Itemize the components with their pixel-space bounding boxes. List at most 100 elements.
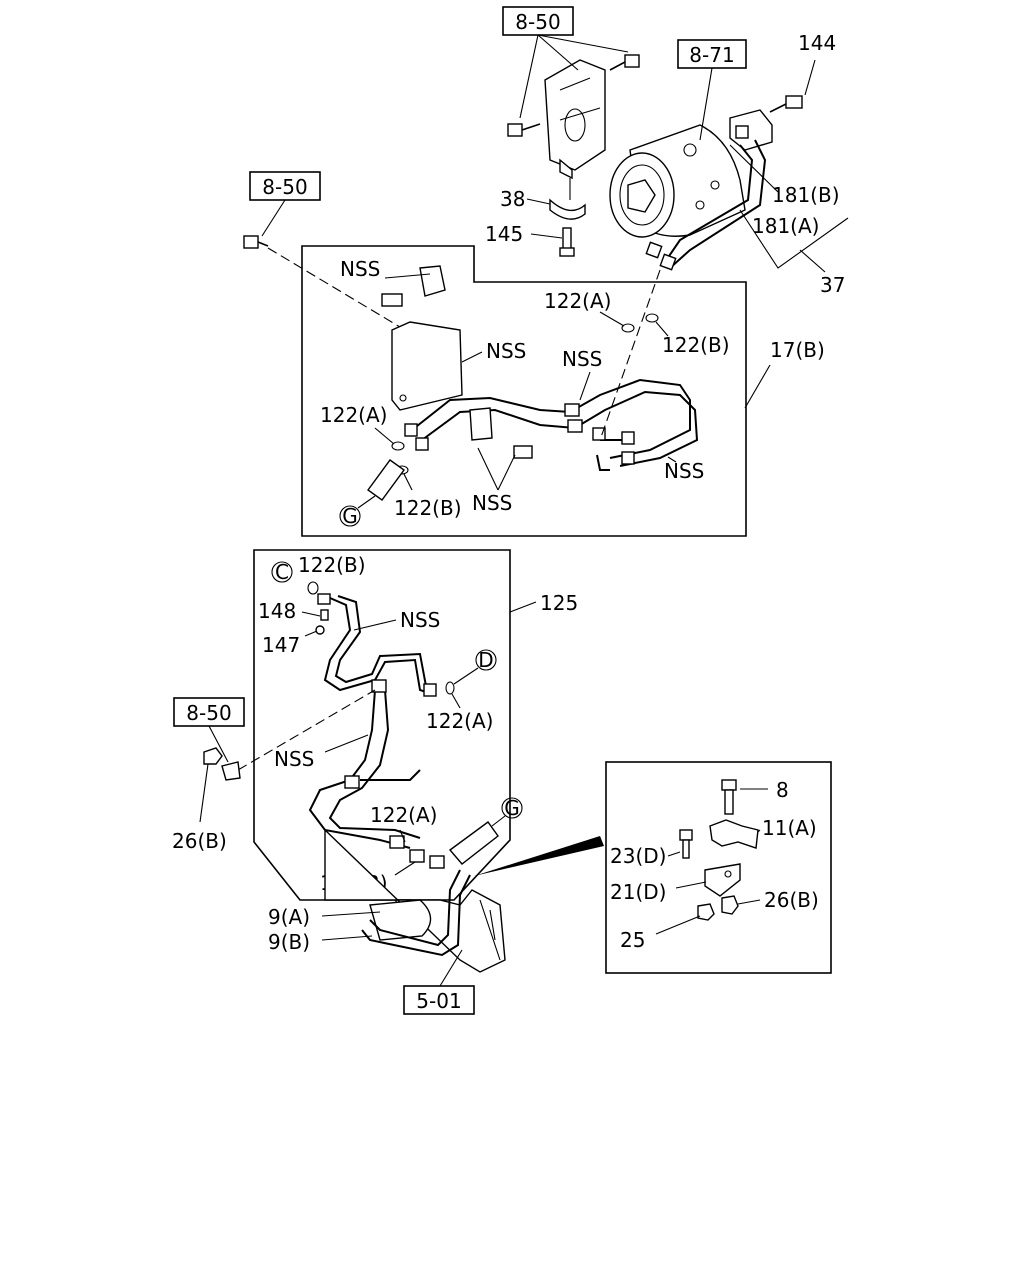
bolt-145 [530,227,575,257]
detail-box [605,761,832,974]
nss-bracket-plate [381,265,463,411]
clamp-38 [526,178,586,220]
leader-nss-hose-top [579,371,591,401]
ref-8-50-left-text: 8-50 [262,175,307,199]
circle-d-text: D [478,648,493,672]
dashline-center [599,269,661,441]
pipe-lower-run [421,390,699,467]
label-145: 145 [485,222,523,246]
circle-c: C [271,560,293,584]
label-nss-plate: NSS [486,339,526,363]
label-122a-lower: 122(A) [370,803,437,827]
circle-g-lower: G [501,796,523,820]
label-122a-top: 122(A) [544,289,611,313]
detail-label-26b: 26(B) [764,888,819,912]
ref-box-5-01: 5-01 [403,985,475,1015]
label-181a: 181(A) [752,214,819,238]
label-38: 38 [500,187,525,211]
fitting-d [423,683,437,697]
detail-label-8: 8 [776,778,789,802]
leader-122a-top [599,311,625,327]
leader-g-top [357,495,376,509]
bracket-bolt-left [507,123,541,137]
label-nss-bracket: NSS [340,257,380,281]
bolt-8-50-left [243,199,286,249]
label-nss-hose-top: NSS [562,347,602,371]
o-ring-122a-d [445,681,455,695]
ref-5-01-text: 5-01 [416,989,461,1013]
pipe-9a [369,869,461,947]
circle-d: D [475,648,497,672]
detail-nut-26b [721,895,761,915]
detail-pointer-wedge [474,836,604,876]
label-9b: 9(B) [268,930,310,954]
label-nss-hose-right: NSS [664,459,704,483]
o-ring-122b-c [307,581,319,595]
dashline-mid [237,689,376,771]
nss-pipe-clamp [469,407,533,459]
leader-181b [729,144,779,193]
label-nss-upper-pipe: NSS [400,608,440,632]
label-9a: 9(A) [268,905,310,929]
circle-g-top-text: G [342,504,358,528]
label-122a-d: 122(A) [426,709,493,733]
g-connector-lower [448,821,499,865]
hose-fittings-top [645,241,677,271]
leader-122a-lower [399,829,406,843]
hose-181b [664,144,754,263]
ref-8-71-text: 8-71 [689,43,734,67]
detail-label-21d: 21(D) [610,880,666,904]
hose-lower-3 [360,769,421,781]
pipe-upper-run [411,378,691,459]
detail-label-25: 25 [620,928,645,952]
leader-122b-lower [394,861,416,876]
nut-26b-left [199,725,241,823]
ac-compressor [609,124,746,238]
hose-lower-2 [328,689,421,839]
bracket-bolt-right [609,54,640,71]
leader-nss-bracket [384,273,431,279]
label-17b: 17(B) [770,338,825,362]
label-147: 147 [262,633,300,657]
ref-box-8-71: 8-71 [677,39,747,69]
circle-g-lower-text: G [504,796,520,820]
label-37: 37 [820,273,845,297]
ref-8-50-top-text: 8-50 [515,10,560,34]
ref-box-8-50-top: 8-50 [502,6,574,36]
compressor-bracket [544,59,606,180]
leader-5-01 [439,949,463,987]
dashline-left [267,247,406,331]
label-148: 148 [258,599,296,623]
leader-181a-37 [739,209,849,269]
leader-nss-lower-pipe [324,734,369,753]
circle-c-text: C [275,560,289,584]
leader-122a-d [451,693,461,709]
o-ring-122a-top [621,323,635,333]
leader-nss-upper-pipe [353,619,397,631]
leader-9b [321,935,373,941]
leader-122b-left [403,473,413,491]
detail-clamp-11a [709,819,761,849]
label-181b: 181(B) [772,183,840,207]
label-122b-left: 122(B) [394,496,462,520]
leader-37 [799,249,826,273]
pipe-upper-nss-2 [334,595,435,689]
detail-nut-25 [655,903,715,935]
leader-nss-plate [461,351,483,363]
g-connector-top [367,459,405,501]
detail-label-23d: 23(D) [610,844,666,868]
leader-17b [744,364,771,409]
leader-9a [321,911,381,917]
ref-box-8-50-mid: 8-50 [173,697,245,727]
leader-8-50-top [519,34,629,119]
ref-8-50-mid-text: 8-50 [186,701,231,725]
leader-122a-left [374,427,395,445]
label-122b-c: 122(B) [298,553,366,577]
engine-block [324,828,506,973]
pipe-upper-nss [323,597,433,695]
bolt-144 [769,59,816,113]
leader-nss-hose-right [667,456,677,463]
compressor-outlet-block [729,109,773,151]
detail-bolt-8 [721,779,768,815]
